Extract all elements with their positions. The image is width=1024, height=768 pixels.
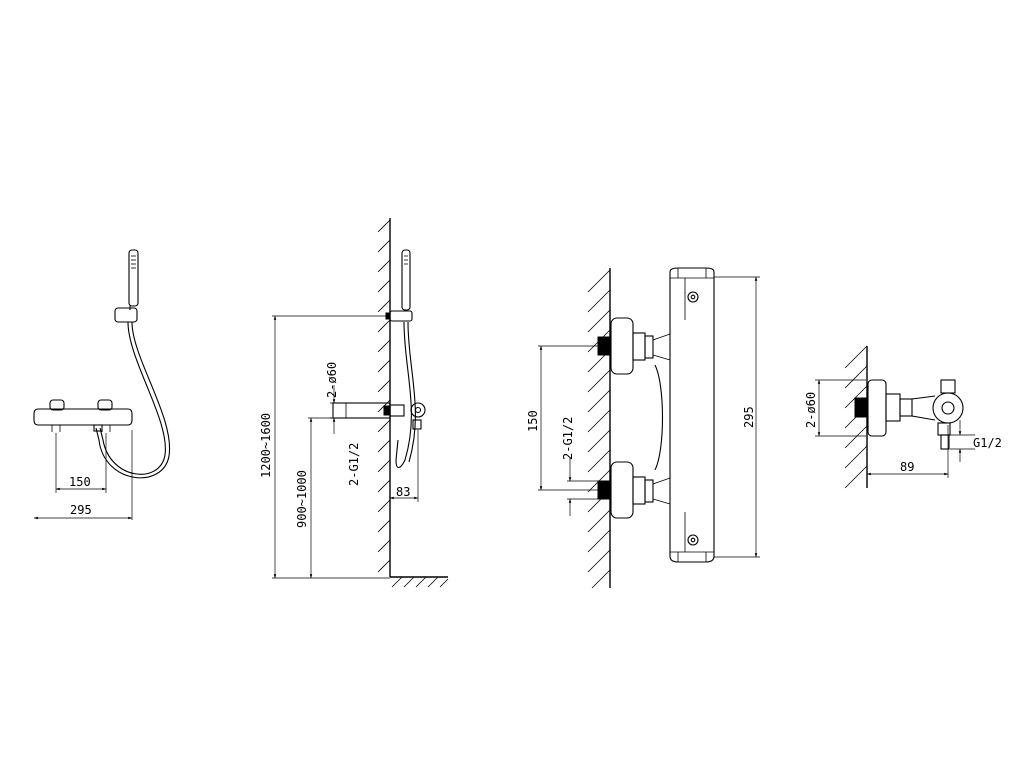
back-dimensions: 150 2-G1/2 295	[526, 276, 760, 558]
wall-section	[377, 218, 449, 588]
front-dim-length: 295	[70, 503, 92, 517]
side-dim-outlet-diameter: 2-ø60	[325, 362, 339, 398]
end-view: 2-ø60 G1/2 89	[804, 345, 1002, 489]
end-body	[854, 379, 964, 450]
mixer-bar	[33, 399, 133, 432]
side-view: 1200~1600 2-ø60 900~1000 2-G1/2 83	[259, 218, 449, 588]
hand-shower	[114, 249, 139, 323]
shower-hose	[99, 321, 166, 475]
back-upper-connection	[597, 317, 671, 375]
front-dimensions: 150 295	[33, 430, 133, 520]
back-mixer-bar	[654, 267, 715, 563]
side-dim-valve-height: 900~1000	[295, 470, 309, 528]
end-dim-connection: G1/2	[973, 436, 1002, 450]
side-dim-projection: 83	[396, 485, 410, 499]
end-dimensions: 2-ø60 G1/2 89	[804, 379, 1002, 478]
back-lower-connection	[597, 461, 671, 519]
back-wall-section	[587, 268, 611, 589]
side-dim-connection: 2-G1/2	[347, 443, 361, 486]
end-dim-outlet-diameter: 2-ø60	[804, 392, 818, 428]
front-dim-spacing: 150	[69, 475, 91, 489]
back-view: 150 2-G1/2 295	[526, 267, 760, 589]
back-dim-spacing: 150	[526, 410, 540, 432]
back-dim-length: 295	[742, 406, 756, 428]
back-dim-connection: 2-G1/2	[561, 417, 575, 460]
front-view: 150 295	[33, 249, 171, 520]
end-dim-projection: 89	[900, 460, 914, 474]
side-dimensions: 1200~1600 2-ø60 900~1000 2-G1/2 83	[259, 315, 419, 579]
side-valve-body	[332, 402, 426, 430]
side-dim-mount-height: 1200~1600	[259, 413, 273, 478]
